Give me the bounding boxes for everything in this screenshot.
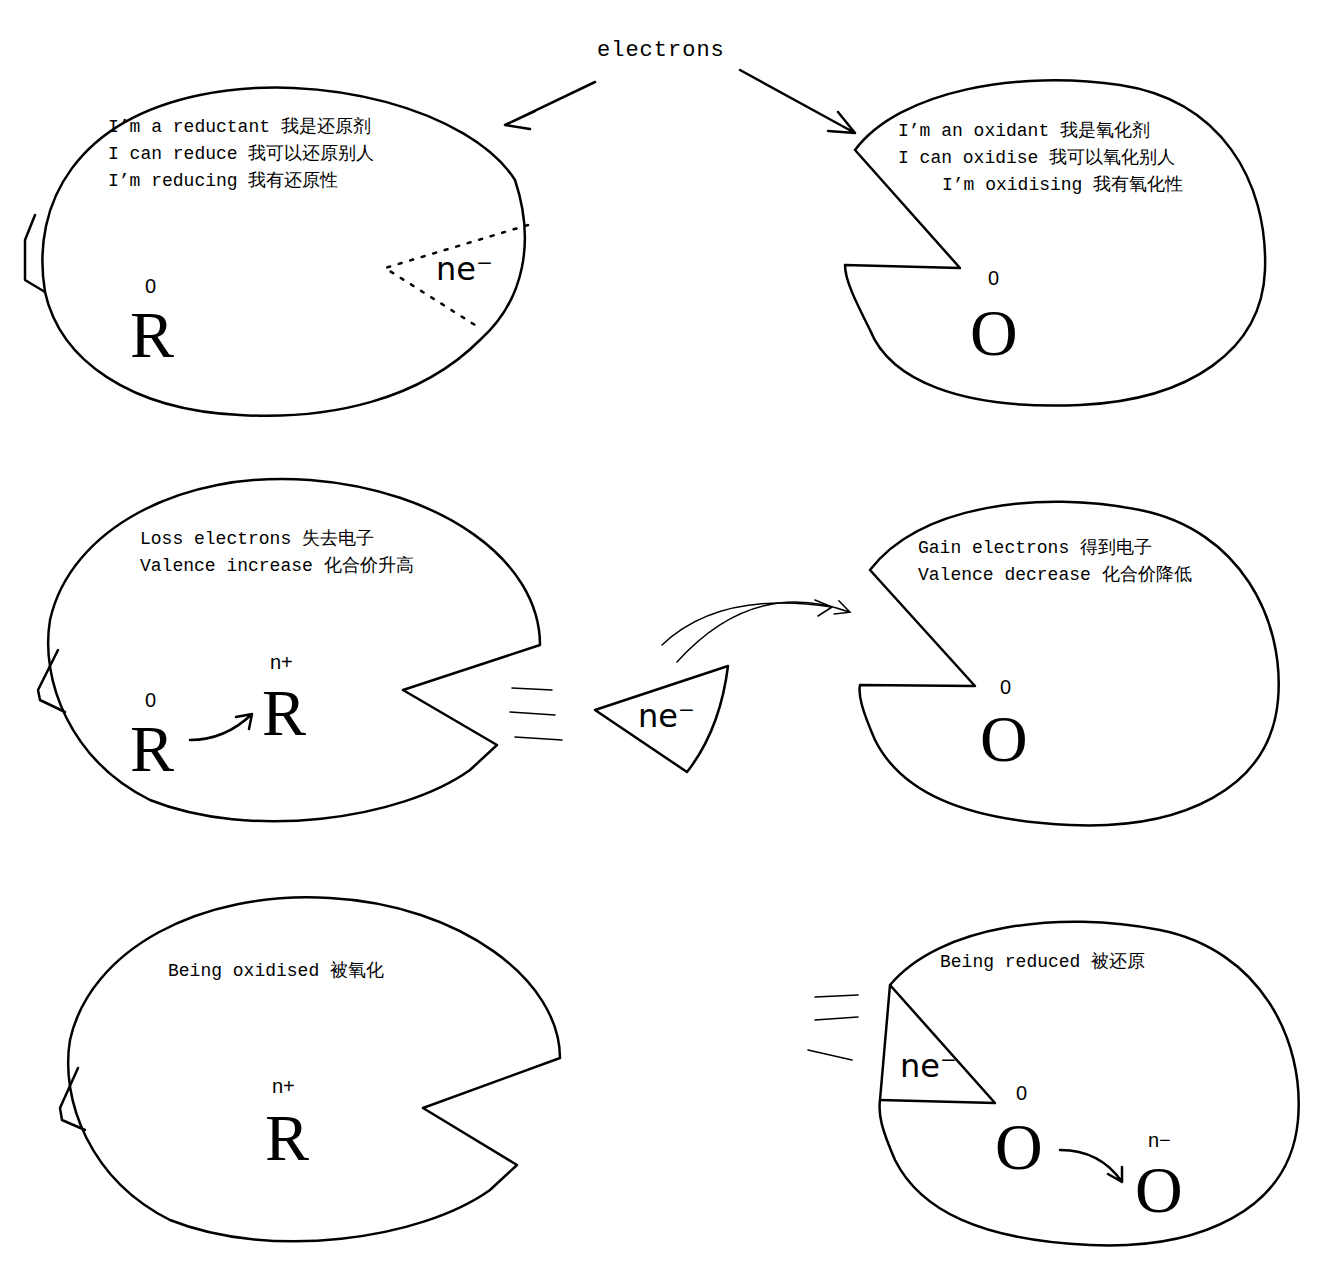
outline-path (68, 897, 560, 1241)
note-text: I’m an oxidant 我是氧化剂 (898, 122, 1150, 140)
reduced-blob: Being reduced 被还原 0On− One⁻ (875, 915, 1305, 1250)
note-text: I’m oxidising 我有氧化性 (942, 176, 1183, 194)
outline-path (880, 922, 1299, 1246)
note-text: Valence decrease 化合价降低 (918, 566, 1192, 584)
outline-path (880, 985, 995, 1103)
valence-number: 0 (988, 268, 999, 288)
electron-label: ne⁻ (436, 253, 493, 285)
valence-number: 0 (1016, 1083, 1027, 1103)
outline-path (860, 502, 1279, 826)
note-text: Being oxidised 被氧化 (168, 962, 384, 980)
reductant-blob: I’m a reductant 我是还原剂 I can reduce 我可以还原别… (20, 75, 535, 425)
note-text: Gain electrons 得到电子 (918, 539, 1152, 557)
electron-sector-dotted: ne⁻ (383, 222, 533, 330)
blob-outline (877, 982, 999, 1106)
valence-number: 0 (1000, 677, 1011, 697)
note-text: I can oxidise 我可以氧化别人 (898, 149, 1175, 167)
note-text: Valence increase 化合价升高 (140, 557, 414, 575)
captured-electron-wedge: ne⁻ (877, 982, 999, 1106)
blob-outline (55, 895, 565, 1250)
note-text: I’m a reductant 我是还原剂 (108, 118, 371, 136)
valence-number: n− (1148, 1130, 1171, 1150)
valence-number: 0 (145, 276, 156, 296)
change-arrow (190, 714, 252, 740)
motion-arc (662, 600, 832, 645)
pointer-arrow (740, 70, 855, 133)
element-symbol: R (262, 680, 306, 746)
element-symbol: R (130, 716, 174, 782)
note-text: Being reduced 被还原 (940, 953, 1145, 971)
pointer-arrow (505, 82, 595, 129)
outline-path (385, 225, 528, 325)
valence-number: n+ (272, 1076, 295, 1096)
element-symbol: O (995, 1114, 1043, 1180)
electron-wedge: ne⁻ (590, 662, 735, 777)
element-symbol: R (265, 1105, 309, 1171)
heading-label: electrons (597, 40, 725, 62)
motion-lines (510, 688, 562, 740)
electron-label: ne⁻ (900, 1050, 957, 1082)
valence-number: n+ (270, 652, 293, 672)
outline-path (595, 666, 728, 772)
outline-path (48, 479, 540, 821)
element-symbol: O (970, 300, 1018, 366)
element-symbol: O (1135, 1157, 1183, 1223)
outline-path (42, 88, 524, 416)
element-symbol: O (980, 706, 1028, 772)
note-text: I’m reducing 我有还原性 (108, 172, 338, 190)
oxidant-blob: I’m an oxidant 我是氧化剂 I can oxidise 我可以氧化别… (835, 75, 1275, 410)
electron-label: ne⁻ (638, 700, 695, 732)
outline-path (845, 80, 1265, 405)
transfer-arrow (677, 601, 850, 662)
note-text: Loss electrons 失去电子 (140, 530, 374, 548)
change-arrow (1060, 1150, 1122, 1182)
motion-lines (808, 995, 858, 1060)
losing-blob: Loss electrons 失去电子 Valence increase 化合价升… (35, 475, 545, 830)
element-symbol: R (130, 302, 174, 368)
note-text: I can reduce 我可以还原别人 (108, 145, 374, 163)
valence-number: 0 (145, 690, 156, 710)
oxidised-blob: Being oxidised 被氧化 n+ R (55, 895, 565, 1250)
gaining-blob: Gain electrons 得到电子 Valence decrease 化合价降… (850, 495, 1290, 830)
